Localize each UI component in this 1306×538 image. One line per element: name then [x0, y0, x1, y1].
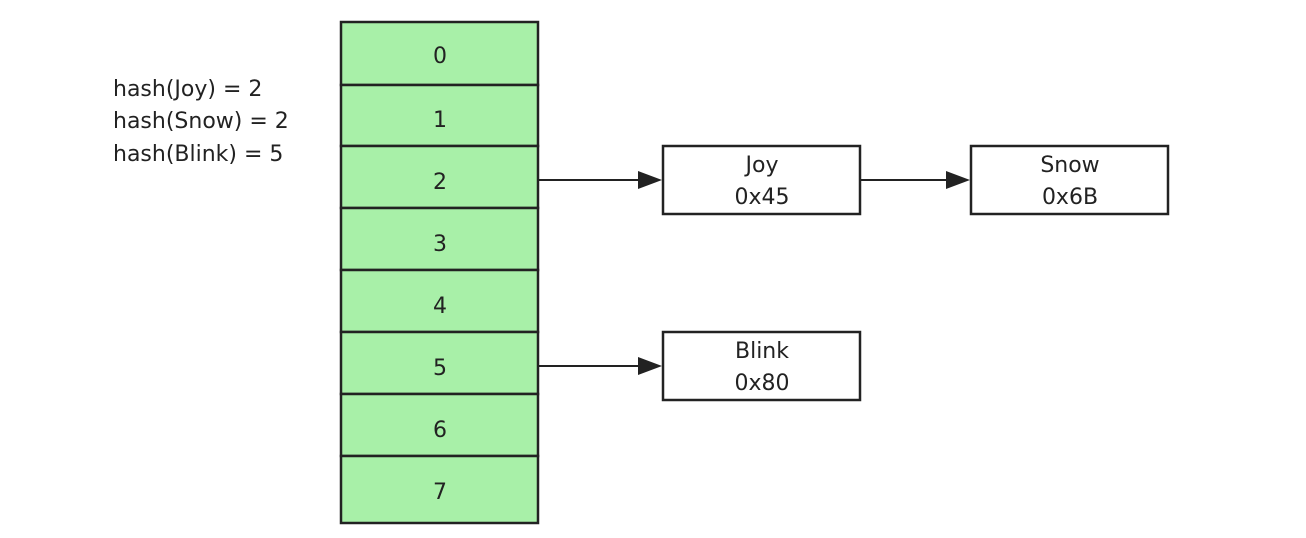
- slot-7: 7: [339, 454, 540, 525]
- slot-index-label: 1: [433, 108, 447, 133]
- slot-index-label: 6: [433, 418, 447, 443]
- hash-equation-joy: hash(Joy) = 2: [113, 77, 262, 102]
- node-name: Snow: [1040, 153, 1099, 178]
- hash-equation-snow: hash(Snow) = 2: [113, 109, 289, 134]
- node-joy: Joy 0x45: [661, 144, 862, 216]
- slot-index-label: 4: [433, 294, 447, 319]
- edges: [538, 171, 970, 375]
- node-address: 0x80: [734, 371, 789, 396]
- node-name: Blink: [735, 339, 789, 364]
- slot-2: 2: [339, 144, 540, 210]
- node-address: 0x6B: [1042, 185, 1098, 210]
- slot-1: 1: [339, 83, 540, 148]
- slot-index-label: 0: [433, 44, 447, 69]
- slot-4: 4: [339, 268, 540, 334]
- hash-equations: hash(Joy) = 2 hash(Snow) = 2 hash(Blink)…: [113, 77, 289, 167]
- slot-0: 0: [339, 20, 540, 87]
- slot-index-label: 5: [433, 356, 447, 381]
- hash-table: 0 1 2 3 4 5 6 7: [339, 20, 540, 525]
- edge-joy-to-snow: [860, 171, 970, 189]
- slot-index-label: 2: [433, 170, 447, 195]
- node-name: Joy: [744, 153, 779, 178]
- node-blink: Blink 0x80: [661, 330, 862, 402]
- node-address: 0x45: [734, 185, 789, 210]
- hash-equation-blink: hash(Blink) = 5: [113, 142, 283, 167]
- slot-index-label: 7: [433, 480, 447, 505]
- slot-5: 5: [339, 330, 540, 396]
- slot-3: 3: [339, 206, 540, 272]
- slot-6: 6: [339, 392, 540, 458]
- edge-slot5-to-blink: [538, 357, 662, 375]
- edge-slot2-to-joy: [538, 171, 662, 189]
- slot-index-label: 3: [433, 232, 447, 257]
- node-snow: Snow 0x6B: [969, 144, 1170, 216]
